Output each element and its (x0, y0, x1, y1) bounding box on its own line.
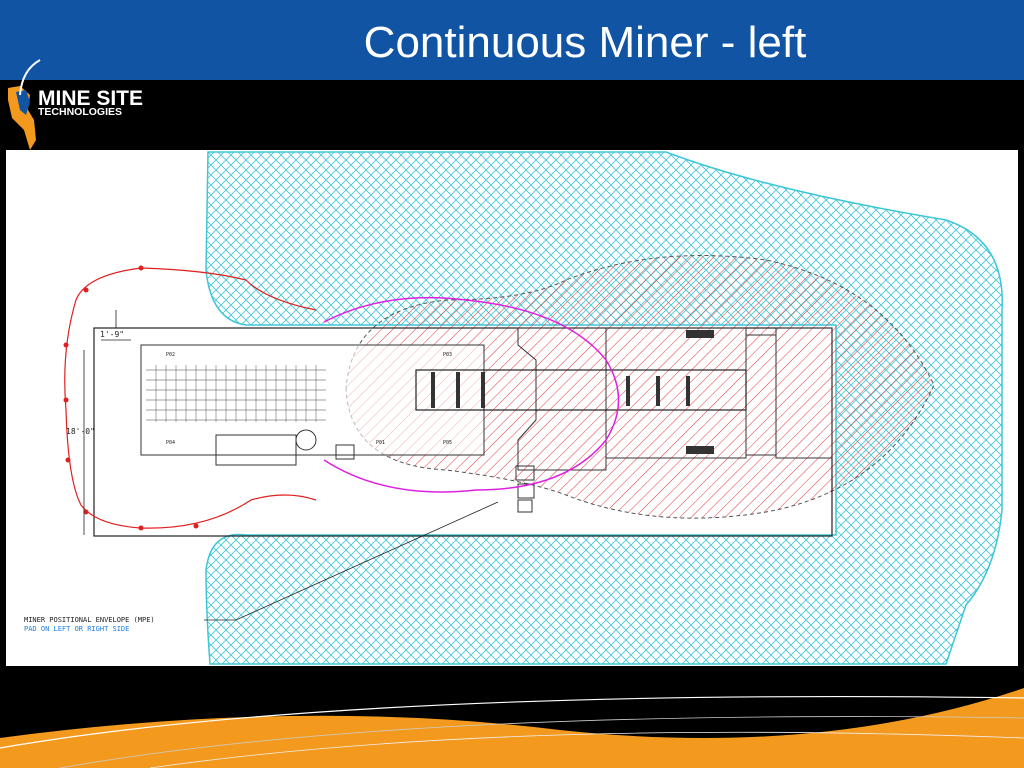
miner-layout-drawing: 1'-9" 18'-0" P02 P03 P04 P05 P01 MINER P… (6, 150, 1018, 666)
mine-site-logo-icon (8, 59, 41, 150)
red-hatch-zone (345, 255, 935, 519)
red-boundary (64, 267, 317, 529)
callout-pad-side: PAD ON LEFT OR RIGHT SIDE (24, 625, 129, 633)
label-p04: P04 (166, 440, 175, 446)
label-p02: P02 (166, 352, 175, 358)
mpe-envelope (323, 296, 620, 493)
label-p05: P05 (443, 440, 452, 446)
logo-text-line2: TECHNOLOGIES (38, 106, 123, 118)
sensor-pad (515, 465, 535, 513)
slide-title: Continuous Miner - left (363, 18, 807, 67)
callout-leader (204, 501, 499, 621)
dimension-side: 18'-0" (66, 427, 95, 436)
title-bar (0, 0, 1024, 80)
dimension-top: 1'-9" (100, 330, 124, 339)
label-p03: P03 (443, 352, 452, 358)
footer-swoosh (0, 688, 1024, 768)
label-p01: P01 (376, 440, 385, 446)
callout-mpe: MINER POSITIONAL ENVELOPE (MPE) (24, 616, 155, 624)
logo-text-line1: MINE SITE (38, 87, 144, 110)
